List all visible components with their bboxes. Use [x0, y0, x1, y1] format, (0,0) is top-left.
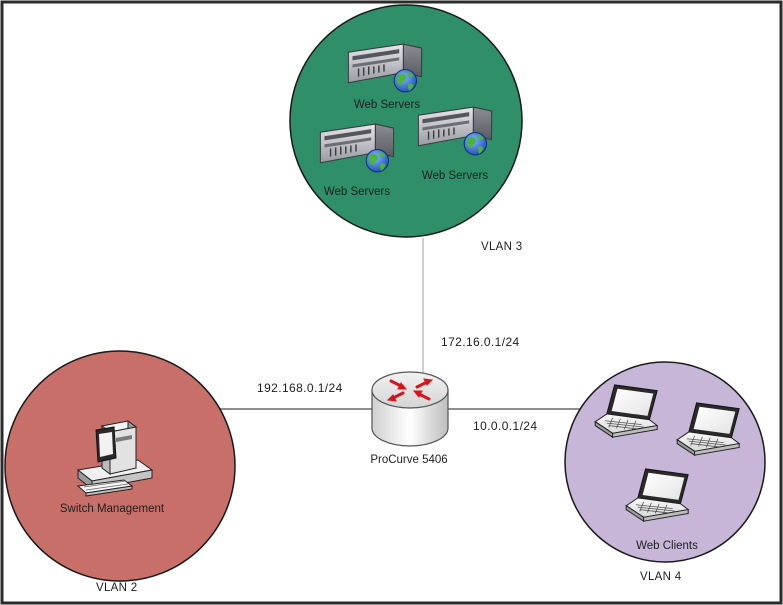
ip-label-vlan2: 192.168.0.1/24 [257, 381, 343, 395]
ip-label-vlan4: 10.0.0.1/24 [473, 419, 537, 433]
web-server-3-label: Web Servers [422, 170, 489, 182]
web-server-1: Web Servers [347, 43, 423, 111]
web-clients: Web Clients [594, 384, 740, 552]
web-server-3: Web Servers [417, 106, 493, 182]
ip-label-vlan3: 172.16.0.1/24 [441, 335, 520, 349]
web-server-2-label: Web Servers [324, 186, 391, 198]
web-server-1-label: Web Servers [354, 99, 421, 111]
router-label: ProCurve 5406 [370, 454, 447, 466]
vlan4-circle [564, 361, 766, 563]
switch-management-pc: Switch Management [60, 420, 165, 515]
web-server-2: Web Servers [319, 123, 395, 198]
desktop-pc-icon [76, 420, 154, 497]
router-icon [371, 371, 449, 447]
switch-management-label: Switch Management [60, 503, 165, 515]
vlan4-label: VLAN 4 [640, 571, 682, 583]
vlan2-label: VLAN 2 [96, 582, 137, 594]
web-clients-label: Web Clients [636, 540, 698, 552]
vlan3-label: VLAN 3 [481, 241, 522, 253]
router-procurve: ProCurve 5406 [370, 371, 449, 466]
